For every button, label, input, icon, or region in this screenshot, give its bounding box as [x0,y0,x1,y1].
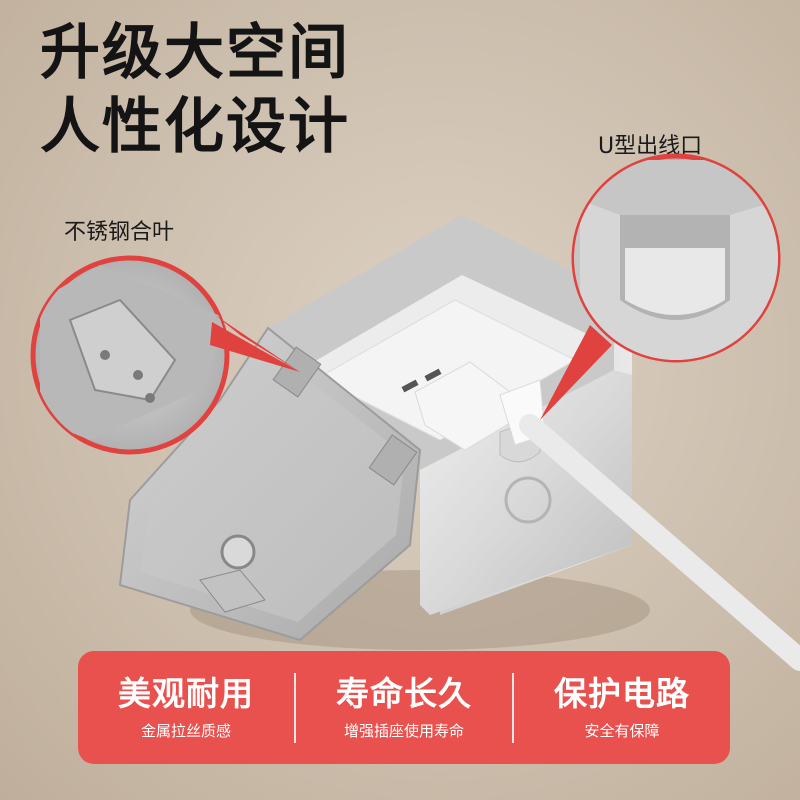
feature-divider [294,672,296,743]
headline-line-1: 升级大空间 [40,18,350,88]
power-cable-shade [519,414,800,671]
feature-durable: 美观耐用 金属拉丝质感 [78,674,294,742]
socket-slot [424,368,442,382]
feature-title: 寿命长久 [336,673,472,713]
callout-hinge-label: 不锈钢合叶 [64,220,175,245]
box-lid-inner [140,350,405,622]
knockout-hole [504,476,552,524]
feature-subtitle: 安全有保障 [584,721,660,740]
lid-lock-tab [199,569,266,613]
u-outlet-zoom-content [574,160,778,360]
feature-circuit-protection: 保护电路 安全有保障 [514,674,730,742]
feature-long-life: 寿命长久 增强插座使用寿命 [296,674,512,742]
feature-divider [512,672,514,743]
hinge-callout-pointer [215,315,300,372]
socket-slot [401,379,419,393]
hinge-callout-pointer-2 [210,322,300,372]
feature-title: 保护电路 [554,673,690,713]
feature-subtitle: 增强插座使用寿命 [343,721,464,740]
feature-title: 美观耐用 [118,673,254,713]
u-outlet-callout-pointer [540,325,612,420]
feature-subtitle: 金属拉丝质感 [140,721,231,740]
box-front-face [420,370,632,615]
headline: 升级大空间 人性化设计 [40,16,350,164]
feature-banner: 美观耐用 金属拉丝质感 寿命长久 增强插座使用寿命 保护电路 安全有保障 [78,651,730,764]
lid-lock [220,534,256,570]
hinge-zoom-content [40,265,227,440]
power-cable [519,414,800,671]
hinge-bottom [368,434,418,486]
headline-line-2: 人性化设计 [40,92,350,162]
